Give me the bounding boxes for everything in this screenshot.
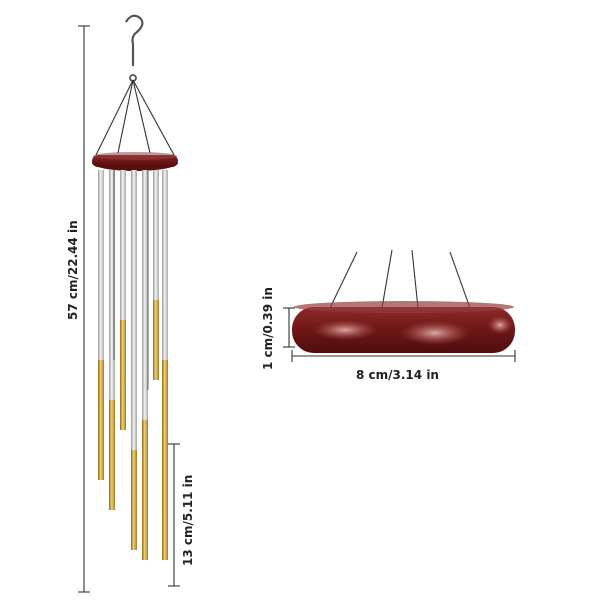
total-height-dimension: [78, 25, 90, 593]
top-wooden-ring: [92, 152, 178, 171]
ring-diameter-label: 8 cm/3.14 in: [356, 368, 439, 382]
ring-height-dimension: [283, 307, 295, 348]
ring-diameter-dimension: [291, 350, 516, 362]
hook: [125, 14, 144, 82]
chime-tubes: [98, 170, 168, 560]
ring-closeup: [292, 249, 515, 353]
tube-length-dimension: [168, 443, 180, 587]
ring-height-label: 1 cm/0.39 in: [261, 287, 275, 370]
suspension-strings: [95, 79, 175, 156]
total-height-label: 57 cm/22.44 in: [66, 220, 80, 320]
tube-length-label: 13 cm/5.11 in: [181, 475, 195, 566]
